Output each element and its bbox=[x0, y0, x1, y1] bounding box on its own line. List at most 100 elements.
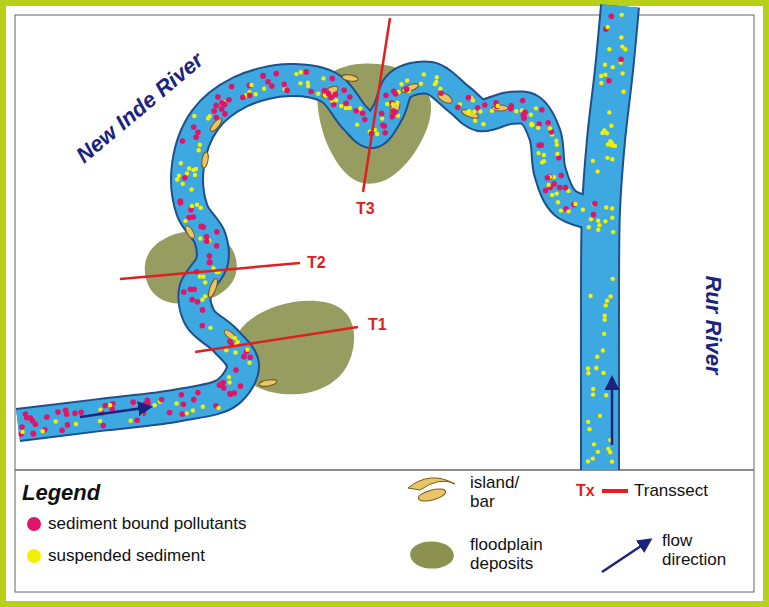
sediment-dot bbox=[185, 171, 189, 175]
sediment-dot bbox=[181, 402, 187, 408]
sediment-dot bbox=[435, 75, 439, 79]
sediment-dot bbox=[240, 95, 246, 101]
legend-text: Transsect bbox=[634, 482, 708, 501]
sediment-dot bbox=[438, 91, 444, 97]
sediment-dot bbox=[586, 366, 590, 370]
sediment-dot bbox=[322, 88, 328, 94]
sediment-dot bbox=[508, 106, 514, 112]
sediment-dot bbox=[101, 423, 107, 429]
sediment-dot bbox=[360, 111, 366, 117]
sediment-dot bbox=[189, 187, 193, 191]
sediment-dot bbox=[221, 385, 227, 391]
sediment-dot bbox=[179, 392, 185, 398]
sediment-dot bbox=[539, 107, 545, 113]
sediment-dot bbox=[347, 94, 353, 100]
sediment-dot bbox=[602, 313, 606, 317]
sediment-dot bbox=[604, 205, 608, 209]
sediment-dot bbox=[211, 108, 217, 114]
sediment-dot bbox=[548, 126, 552, 130]
sediment-dot bbox=[193, 173, 197, 177]
sediment-dot bbox=[596, 227, 600, 231]
sediment-dot bbox=[185, 411, 189, 415]
sediment-dot bbox=[191, 168, 195, 172]
sediment-dot bbox=[200, 323, 206, 329]
sediment-dot bbox=[134, 417, 140, 423]
sediment-dot bbox=[610, 459, 614, 463]
sediment-dot bbox=[207, 259, 213, 265]
legend-swatch bbox=[410, 541, 454, 568]
sediment-dot bbox=[33, 421, 39, 427]
sediment-dot bbox=[233, 336, 237, 340]
sediment-dot bbox=[207, 253, 213, 259]
sediment-dot bbox=[522, 109, 528, 115]
sediment-dot bbox=[59, 428, 65, 434]
sediment-dot bbox=[348, 106, 352, 110]
island-bar bbox=[436, 91, 454, 106]
sediment-dot bbox=[192, 114, 196, 118]
sediment-dot bbox=[529, 122, 533, 126]
sediment-dot bbox=[265, 79, 271, 85]
sediment-dot bbox=[609, 124, 613, 128]
sediment-dot bbox=[545, 175, 551, 181]
sediment-dot bbox=[455, 104, 461, 110]
sediment-dot bbox=[591, 159, 595, 163]
sediment-dot bbox=[260, 73, 266, 79]
sediment-dot bbox=[379, 111, 385, 117]
sediment-dot bbox=[195, 299, 201, 305]
sediment-dot bbox=[383, 92, 389, 98]
sediment-dot bbox=[536, 126, 540, 130]
sediment-dot bbox=[198, 236, 202, 240]
sediment-dot bbox=[182, 175, 188, 181]
sediment-dot bbox=[183, 219, 187, 223]
sediment-dot bbox=[213, 103, 219, 109]
legend-text: sediment bound pollutants bbox=[48, 515, 246, 534]
sediment-dot bbox=[534, 106, 538, 110]
sediment-dot bbox=[610, 216, 614, 220]
sediment-dot bbox=[206, 116, 210, 120]
sediment-dot bbox=[316, 92, 320, 96]
sediment-dot bbox=[621, 89, 625, 93]
legend-swatch bbox=[27, 517, 41, 531]
flow-arrow bbox=[80, 407, 150, 417]
sediment-dot bbox=[269, 83, 275, 89]
inner-frame bbox=[15, 15, 754, 592]
sediment-dot bbox=[245, 348, 249, 352]
sediment-dot bbox=[473, 119, 477, 123]
sediment-dot bbox=[404, 86, 410, 92]
sediment-dot bbox=[586, 459, 590, 463]
sediment-dot bbox=[344, 106, 348, 110]
sediment-dot bbox=[235, 340, 239, 344]
sediment-dot bbox=[241, 354, 247, 360]
sediment-dot bbox=[108, 403, 112, 407]
sediment-dot bbox=[620, 13, 624, 17]
sediment-dot bbox=[343, 100, 349, 106]
sediment-dot bbox=[587, 225, 591, 229]
sediment-dot bbox=[620, 71, 624, 75]
sediment-dot bbox=[227, 375, 231, 379]
sediment-dot bbox=[623, 47, 627, 51]
sediment-dot bbox=[188, 286, 194, 292]
sediment-dot bbox=[294, 72, 298, 76]
sediment-dot bbox=[200, 298, 204, 302]
sediment-dot bbox=[229, 84, 235, 90]
sediment-dot bbox=[215, 94, 221, 100]
outer-frame bbox=[3, 3, 766, 604]
sediment-dot bbox=[247, 93, 253, 99]
sediment-dot bbox=[191, 397, 197, 403]
sediment-dot bbox=[393, 91, 399, 97]
rur-river bbox=[600, 6, 620, 470]
sediment-dot bbox=[610, 206, 614, 210]
sediment-dot bbox=[482, 102, 488, 108]
sediment-dot bbox=[597, 223, 601, 227]
sediment-dot bbox=[187, 166, 191, 170]
sediment-dot bbox=[419, 82, 423, 86]
sediment-dot bbox=[540, 160, 544, 164]
sediment-dot bbox=[591, 456, 595, 460]
sediment-dot bbox=[434, 80, 438, 84]
sediment-dot bbox=[602, 318, 606, 322]
legend-text: flow direction bbox=[662, 532, 742, 569]
sediment-dot bbox=[19, 424, 25, 430]
legend-text: floodplain deposits bbox=[470, 536, 560, 573]
sediment-dot bbox=[586, 420, 590, 424]
island-bar bbox=[184, 224, 196, 239]
